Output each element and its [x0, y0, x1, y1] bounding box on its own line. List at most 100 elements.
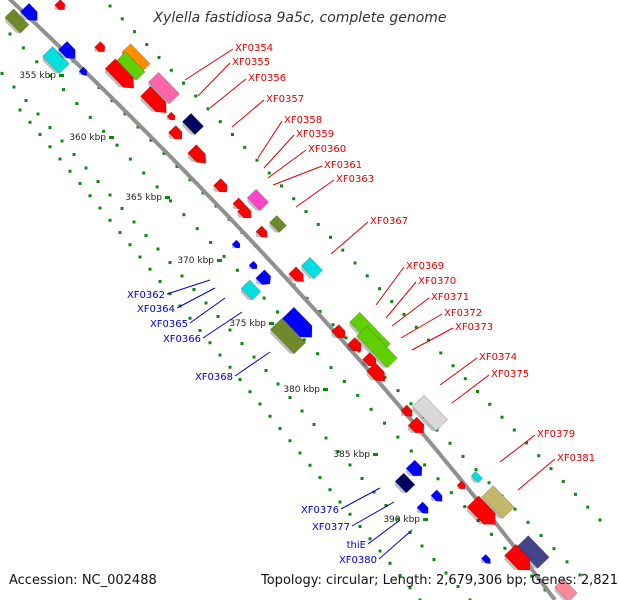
ruler-tick: [578, 573, 582, 577]
gene-feature[interactable]: [3, 8, 30, 35]
forward-gene-label[interactable]: XF0375: [491, 369, 529, 380]
reverse-gene-label[interactable]: XF0377: [312, 522, 350, 533]
ruler-tick: [300, 409, 304, 413]
gene-feature[interactable]: [18, 2, 41, 26]
gene-feature[interactable]: [146, 71, 180, 105]
gene-feature[interactable]: [254, 269, 275, 290]
reverse-gene-label[interactable]: XF0368: [195, 372, 233, 383]
gene-feature[interactable]: [502, 543, 535, 577]
gene-feature[interactable]: [230, 239, 242, 252]
gene-feature[interactable]: [299, 256, 323, 280]
gene-feature[interactable]: [429, 489, 445, 506]
gene-feature[interactable]: [329, 324, 348, 343]
gene-feature[interactable]: [365, 362, 390, 388]
ruler-tick: [188, 178, 192, 182]
reverse-gene-label[interactable]: XF0362: [127, 290, 165, 301]
gene-feature[interactable]: [138, 85, 171, 119]
ruler-tick: [512, 428, 516, 432]
gene-feature[interactable]: [52, 0, 67, 14]
reverse-gene-label[interactable]: XF0380: [339, 555, 377, 566]
gene-feature[interactable]: [77, 66, 89, 79]
gene-feature[interactable]: [254, 225, 270, 242]
forward-gene-label[interactable]: XF0357: [266, 94, 304, 105]
forward-gene-label[interactable]: XF0360: [308, 144, 346, 155]
forward-gene-label[interactable]: XF0372: [444, 308, 482, 319]
forward-gene-label[interactable]: XF0358: [284, 115, 322, 126]
ruler-tick: [436, 477, 440, 481]
ruler-tick: [388, 561, 392, 565]
gene-feature[interactable]: [211, 178, 230, 197]
forward-gene-label[interactable]: XF0361: [324, 160, 362, 171]
topology-text: Topology: circular; Length: 2,679,306 bp…: [261, 573, 618, 588]
gene-feature[interactable]: [355, 325, 398, 369]
gene-feature[interactable]: [345, 337, 364, 356]
ruler-tick: [513, 507, 517, 511]
gene-feature[interactable]: [245, 188, 269, 212]
forward-gene-label[interactable]: XF0379: [537, 429, 575, 440]
gene-feature[interactable]: [92, 41, 107, 57]
ruler-tick: [396, 389, 400, 393]
gene-feature[interactable]: [393, 472, 416, 495]
gene-feature[interactable]: [165, 111, 177, 124]
forward-gene-label[interactable]: XF0370: [418, 276, 456, 287]
gene-feature[interactable]: [235, 204, 254, 223]
gene-feature[interactable]: [469, 470, 484, 484]
gene-feature[interactable]: [404, 459, 426, 482]
forward-gene-label[interactable]: XF0367: [370, 216, 408, 227]
reverse-gene-label[interactable]: XF0376: [301, 505, 339, 516]
ruler-tick: [329, 235, 332, 239]
gene-feature[interactable]: [239, 279, 262, 302]
gene-feature[interactable]: [465, 495, 501, 532]
gene-feature[interactable]: [56, 40, 79, 64]
forward-gene-label[interactable]: XF0363: [336, 174, 374, 185]
ruler-tick: [463, 377, 467, 381]
ruler-tick: [348, 512, 352, 516]
ruler-tick: [168, 261, 172, 264]
forward-label-callout: [209, 78, 247, 109]
forward-label-callout: [267, 149, 307, 179]
gene-feature[interactable]: [287, 266, 307, 288]
gene-feature[interactable]: [406, 416, 428, 439]
ruler-tick: [552, 547, 556, 551]
gene-feature[interactable]: [115, 51, 146, 83]
gene-feature[interactable]: [553, 578, 578, 600]
gene-feature[interactable]: [166, 125, 185, 144]
gene-feature[interactable]: [186, 144, 211, 170]
gene-feature[interactable]: [267, 215, 287, 234]
ruler-tick: [84, 166, 88, 170]
forward-gene-label[interactable]: XF0371: [431, 292, 469, 303]
ruler-tick: [198, 329, 202, 332]
gene-feature[interactable]: [415, 501, 431, 518]
gene-feature[interactable]: [410, 394, 448, 433]
gene-feature[interactable]: [268, 317, 306, 356]
reverse-gene-label[interactable]: XF0366: [163, 334, 201, 345]
ruler-tick: [228, 328, 232, 332]
forward-gene-label[interactable]: XF0356: [248, 73, 286, 84]
gene-feature[interactable]: [455, 480, 467, 493]
reverse-gene-label[interactable]: XF0364: [137, 304, 175, 315]
forward-gene-label[interactable]: XF0381: [557, 453, 595, 464]
forward-gene-label[interactable]: XF0374: [479, 352, 517, 363]
ruler-tick: [316, 352, 320, 356]
gene-feature[interactable]: [280, 306, 317, 345]
gene-feature[interactable]: [360, 352, 379, 371]
reverse-label-callout: [189, 297, 226, 324]
ruler-tick: [188, 316, 192, 320]
ruler-tick: [468, 598, 472, 600]
forward-gene-label[interactable]: XF0355: [232, 57, 270, 68]
forward-gene-label[interactable]: XF0369: [406, 261, 444, 272]
gene-feature[interactable]: [40, 46, 70, 76]
gene-feature[interactable]: [247, 260, 259, 273]
forward-gene-label[interactable]: XF0373: [455, 322, 493, 333]
reverse-gene-label[interactable]: thiE: [347, 540, 366, 551]
forward-gene-label[interactable]: XF0354: [235, 43, 273, 54]
ruler-tick: [169, 68, 173, 72]
reverse-gene-label[interactable]: XF0365: [150, 319, 188, 330]
gene-feature[interactable]: [103, 58, 139, 95]
gene-feature[interactable]: [480, 485, 515, 521]
gene-feature[interactable]: [180, 112, 204, 136]
gene-feature[interactable]: [399, 404, 415, 421]
forward-gene-label[interactable]: XF0359: [296, 129, 334, 140]
gene-feature[interactable]: [479, 553, 492, 567]
